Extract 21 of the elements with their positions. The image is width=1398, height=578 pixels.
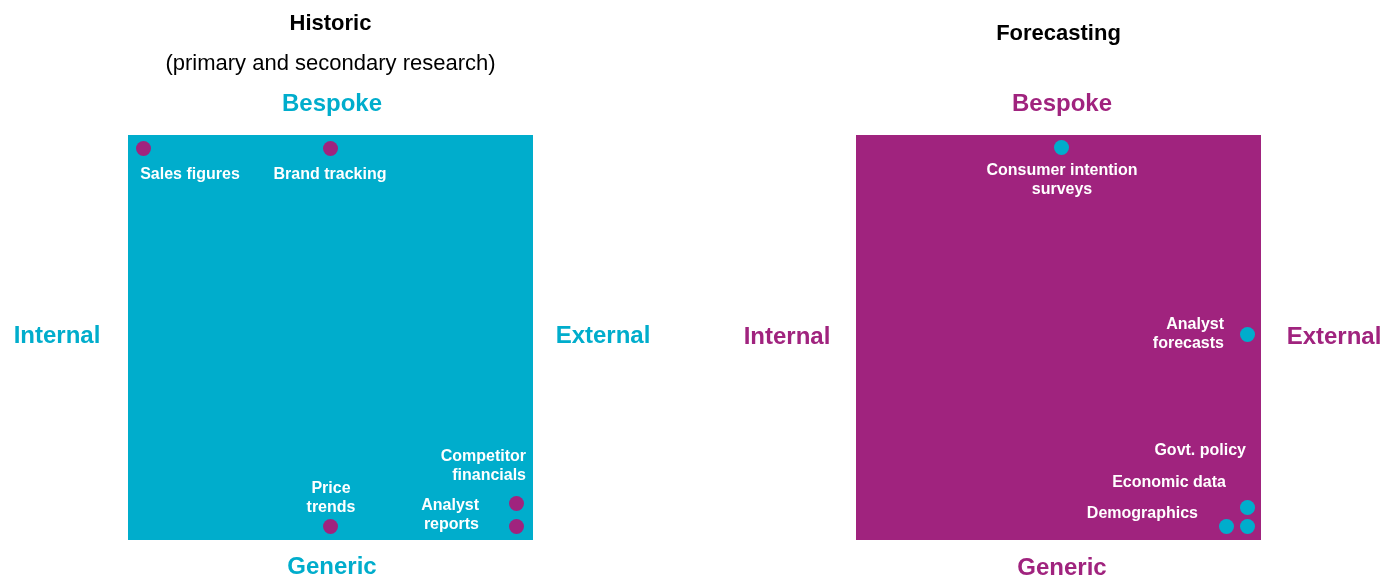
item-label: Price trends	[291, 478, 371, 516]
item-label: Economic data	[1066, 472, 1226, 491]
axis-label: Internal	[13, 321, 101, 349]
axis-label: Internal	[743, 322, 831, 350]
axis-label: Generic	[1017, 553, 1107, 578]
item-label: Consumer intention surveys	[967, 160, 1157, 198]
item-label: Demographics	[1038, 503, 1198, 522]
item-label: Analyst reports	[399, 495, 479, 533]
panel-heading: Historic	[288, 10, 373, 36]
axis-label: Generic	[287, 552, 377, 578]
item-label: Govt. policy	[1106, 440, 1246, 459]
item-label: Analyst forecasts	[1134, 314, 1224, 352]
axis-label: External	[1286, 322, 1382, 350]
panel-heading: Forecasting	[995, 20, 1122, 46]
item-label: Sales figures	[125, 164, 255, 183]
axis-label: Bespoke	[282, 89, 382, 117]
axis-label: Bespoke	[1012, 89, 1112, 117]
item-label: Competitor financials	[406, 446, 526, 484]
axis-label: External	[555, 321, 651, 349]
panel-subheading: (primary and secondary research)	[164, 50, 497, 76]
item-label: Brand tracking	[260, 164, 400, 183]
